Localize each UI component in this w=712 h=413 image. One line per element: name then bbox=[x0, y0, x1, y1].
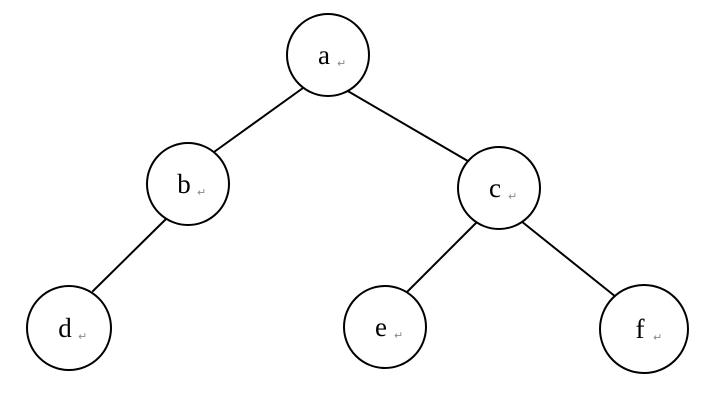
paragraph-mark-icon-a: ↵ bbox=[337, 58, 346, 70]
tree-node-label-b: b bbox=[177, 169, 191, 199]
paragraph-mark-icon-c: ↵ bbox=[508, 191, 517, 203]
tree-node-e[interactable]: e↵ bbox=[343, 285, 427, 369]
tree-edge-a-c bbox=[345, 89, 474, 165]
tree-edge-a-b bbox=[213, 87, 304, 153]
paragraph-mark-icon-b: ↵ bbox=[197, 187, 206, 199]
tree-edge-b-d bbox=[92, 218, 167, 292]
tree-node-label-a: a bbox=[318, 40, 330, 70]
paragraph-mark-icon-f: ↵ bbox=[653, 332, 662, 344]
edges-group bbox=[92, 87, 617, 298]
tree-node-label-e: e bbox=[375, 312, 387, 342]
tree-edge-c-e bbox=[406, 220, 479, 293]
tree-node-circle-f bbox=[599, 284, 689, 374]
tree-node-d[interactable]: d↵ bbox=[26, 285, 112, 371]
tree-node-circle-a bbox=[286, 13, 370, 97]
tree-node-label-d: d bbox=[58, 313, 72, 343]
tree-node-circle-d bbox=[26, 285, 112, 371]
tree-node-c[interactable]: c↵ bbox=[457, 146, 541, 230]
tree-node-label-c: c bbox=[489, 173, 501, 203]
tree-node-circle-c bbox=[457, 146, 541, 230]
tree-node-a[interactable]: a↵ bbox=[286, 13, 370, 97]
tree-node-label-f: f bbox=[636, 314, 645, 344]
nodes-group: a↵b↵c↵d↵e↵f↵ bbox=[26, 13, 689, 374]
tree-node-circle-b bbox=[146, 142, 230, 226]
tree-node-f[interactable]: f↵ bbox=[599, 284, 689, 374]
tree-node-b[interactable]: b↵ bbox=[146, 142, 230, 226]
tree-node-circle-e bbox=[343, 285, 427, 369]
tree-edge-c-f bbox=[520, 220, 617, 298]
paragraph-mark-icon-e: ↵ bbox=[394, 330, 403, 342]
paragraph-mark-icon-d: ↵ bbox=[78, 331, 87, 343]
